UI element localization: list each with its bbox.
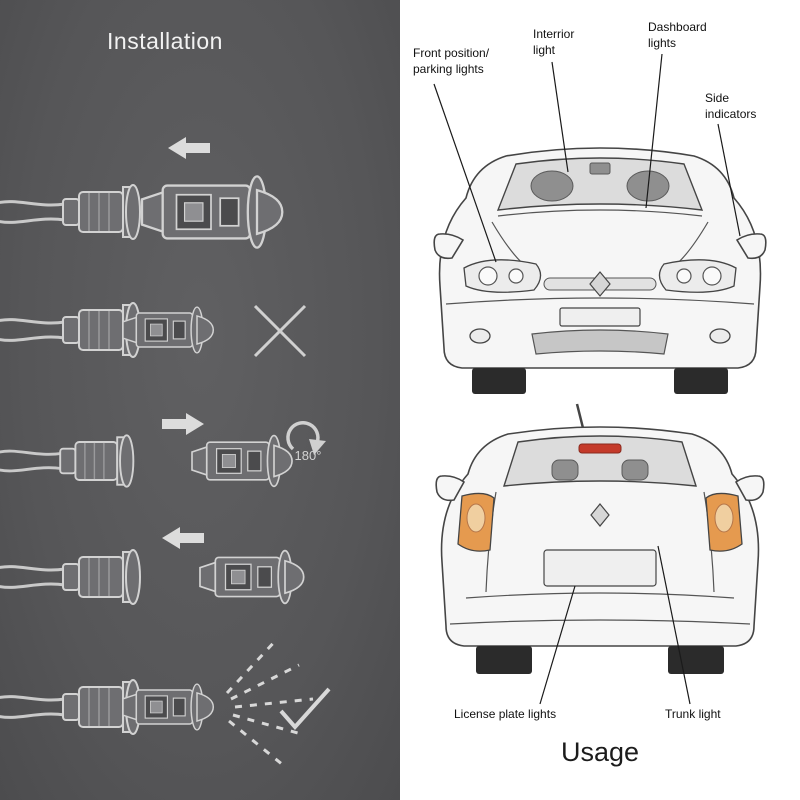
side-mirror-right bbox=[734, 475, 765, 502]
installation-panel: Installation bbox=[0, 0, 400, 800]
headlight-left-bulb bbox=[478, 266, 498, 286]
front-wheel-left bbox=[472, 368, 526, 394]
label-license-plate-lights: License plate lights bbox=[454, 707, 557, 721]
headlight-right bbox=[658, 259, 737, 293]
light-rays bbox=[225, 637, 314, 767]
label-interior-light: Interrior light bbox=[533, 27, 575, 57]
side-mirror-right bbox=[735, 233, 767, 260]
headlight-right-bulb bbox=[702, 266, 722, 286]
brand-badge bbox=[589, 271, 611, 297]
cowl-line bbox=[497, 209, 703, 217]
step-1-insert-bulb bbox=[0, 137, 284, 249]
side-mirror-left bbox=[435, 475, 466, 502]
label-trunk-light: Trunk light bbox=[665, 707, 721, 721]
air-intake bbox=[531, 329, 669, 355]
assembled-bulb-socket bbox=[0, 680, 213, 734]
rear-car-diagram bbox=[435, 403, 765, 674]
socket-illustration bbox=[0, 548, 142, 606]
check-mark-icon bbox=[279, 687, 331, 731]
usage-panel: Front position/ parking lights Interrior… bbox=[400, 0, 800, 800]
socket-illustration bbox=[0, 183, 142, 241]
passenger-seat bbox=[626, 170, 670, 202]
bumper-line bbox=[449, 619, 751, 625]
usage-title: Usage bbox=[560, 737, 640, 767]
rearview-mirror bbox=[589, 162, 611, 175]
installation-steps-art bbox=[0, 137, 331, 767]
headlight-left bbox=[463, 259, 542, 293]
label-front-position-parking-lights: Front position/ parking lights bbox=[413, 46, 490, 76]
led-bulb-illustration bbox=[199, 549, 305, 605]
insert-direction-arrow-icon bbox=[162, 527, 204, 549]
front-car-diagram bbox=[433, 147, 767, 394]
remove-direction-arrow-icon bbox=[162, 413, 204, 435]
fog-light-left bbox=[469, 328, 491, 344]
front-wheel-right bbox=[674, 368, 728, 394]
step-2-bulb-not-working bbox=[0, 303, 307, 358]
fog-light-right bbox=[709, 328, 731, 344]
trunk-bottom-seam bbox=[465, 592, 735, 599]
label-side-indicators: Side indicators bbox=[705, 91, 757, 121]
rear-wheel-left bbox=[476, 646, 532, 674]
led-bulb-illustration bbox=[191, 434, 293, 488]
led-bulb-illustration bbox=[140, 175, 284, 249]
x-mark-icon bbox=[253, 304, 307, 358]
front-license-plate bbox=[559, 307, 641, 327]
label-dashboard-lights: Dashboard lights bbox=[648, 20, 707, 50]
step-5-bulb-working bbox=[0, 637, 331, 767]
insert-direction-arrow-icon bbox=[168, 137, 210, 159]
rotate-180-arrow-icon bbox=[286, 421, 326, 455]
headlight-right-bulb-2 bbox=[676, 268, 692, 284]
rotation-degree-label: 180° bbox=[294, 448, 322, 463]
socket-illustration bbox=[0, 433, 135, 489]
headlight-left-bulb-2 bbox=[508, 268, 524, 284]
headrest-left bbox=[551, 459, 579, 481]
headrest-right bbox=[621, 459, 649, 481]
brand-badge bbox=[590, 503, 610, 527]
rear-license-plate-area bbox=[543, 549, 657, 587]
third-brake-light bbox=[578, 443, 622, 454]
taillight-left-lens bbox=[466, 503, 486, 533]
bumper-line bbox=[445, 297, 755, 305]
rear-wheel-right bbox=[668, 646, 724, 674]
installation-title: Installation bbox=[107, 28, 223, 54]
assembled-bulb-socket bbox=[0, 303, 213, 357]
step-4-reinsert-bulb bbox=[0, 527, 305, 606]
driver-seat bbox=[530, 170, 574, 202]
taillight-right-lens bbox=[714, 503, 734, 533]
step-3-remove-and-rotate bbox=[0, 413, 326, 489]
